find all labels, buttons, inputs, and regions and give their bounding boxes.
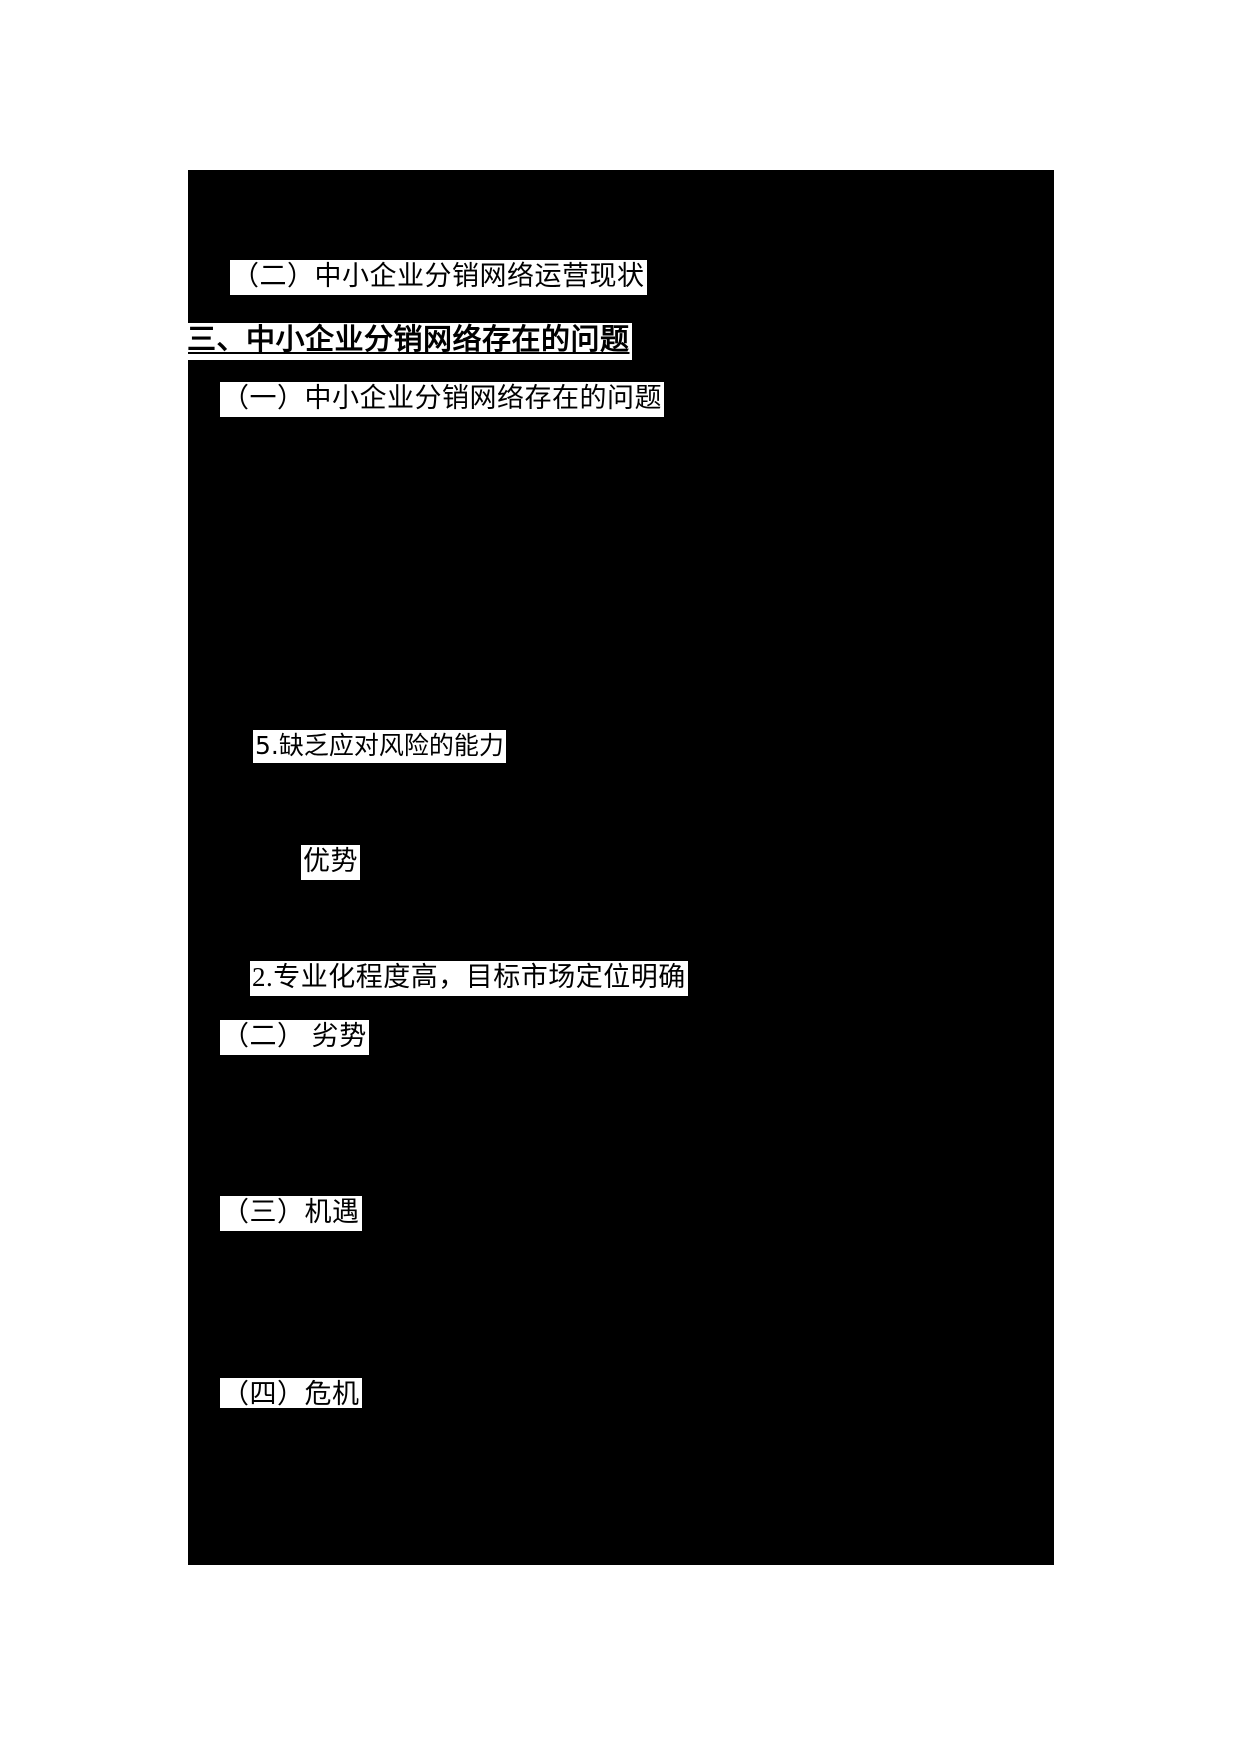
heading-section-4-threat-text: （四）危机 (220, 1378, 362, 1409)
heading-section-3-opportunity-text: （三）机遇 (220, 1196, 362, 1231)
heading-section-3-opportunity: （三）机遇 (220, 1196, 362, 1231)
heading-chapter-2-section-2-text: （二）中小企业分销网络运营现状 (230, 260, 647, 295)
document-page-sheet: （二）中小企业分销网络运营现状 三、中小企业分销网络存在的问题 （一）中小企业分… (188, 170, 1054, 1565)
list-item-advantage-text: 优势 (301, 845, 360, 880)
list-item-5-text: 5.缺乏应对风险的能力 (253, 730, 506, 763)
heading-section-4-threat: （四）危机 (220, 1378, 362, 1408)
heading-chapter-3-section-1: （一）中小企业分销网络存在的问题 (220, 382, 664, 417)
heading-chapter-3-section-1-text: （一）中小企业分销网络存在的问题 (220, 382, 664, 417)
heading-chapter-3: 三、中小企业分销网络存在的问题 (188, 323, 632, 360)
heading-chapter-3-text: 三、中小企业分销网络存在的问题 (188, 323, 632, 360)
list-item-advantage: 优势 (301, 845, 360, 880)
heading-chapter-2-section-2: （二）中小企业分销网络运营现状 (230, 260, 647, 295)
list-item-2-text: 2.专业化程度高，目标市场定位明确 (250, 961, 688, 996)
list-item-5: 5.缺乏应对风险的能力 (253, 730, 506, 763)
heading-section-2-disadvantage: （二） 劣势 (220, 1020, 369, 1055)
heading-section-2-disadvantage-text: （二） 劣势 (220, 1020, 369, 1055)
list-item-2: 2.专业化程度高，目标市场定位明确 (250, 961, 688, 996)
